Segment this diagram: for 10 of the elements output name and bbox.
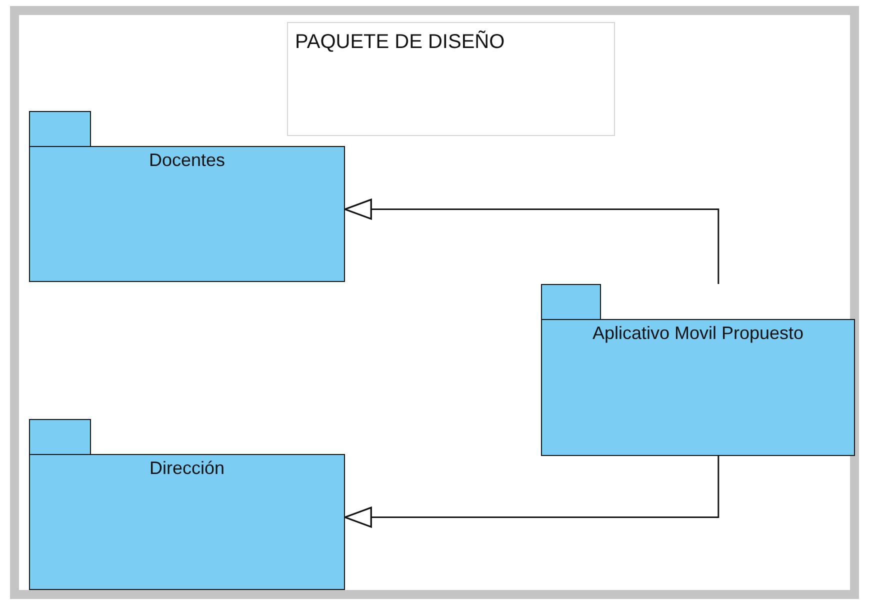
note-box [287, 22, 615, 136]
package-name: Dirección [148, 458, 226, 479]
generalization-arrow [344, 198, 720, 284]
package-folder [29, 419, 345, 590]
package-folder [541, 284, 855, 456]
generalization-arrow [344, 456, 720, 528]
package-name: Docentes [148, 150, 226, 171]
diagram-heading: PAQUETE DE DISEÑO [295, 31, 505, 54]
package-name: Aplicativo Movil Propuesto [591, 323, 805, 344]
package-folder [29, 111, 345, 282]
